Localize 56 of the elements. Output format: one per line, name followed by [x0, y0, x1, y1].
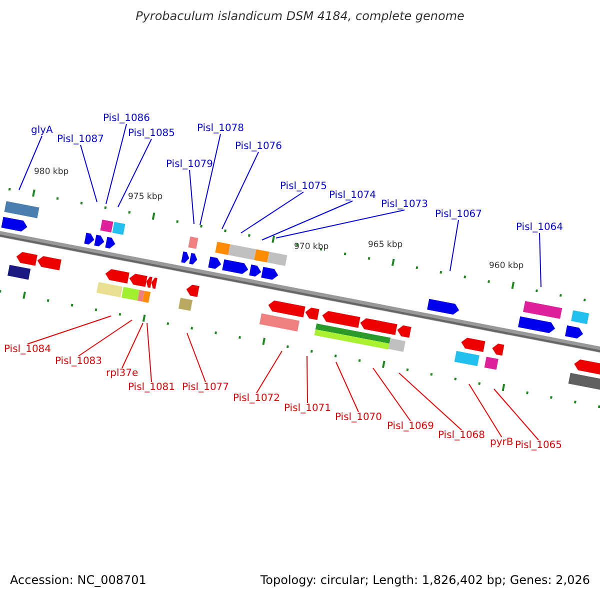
leader-line	[256, 350, 282, 394]
title: Pyrobaculum islandicum DSM 4184, complete genome	[134, 10, 466, 24]
kbp-label: 970 kbp	[294, 243, 329, 252]
gene-label: Pisl_1073	[381, 199, 428, 210]
leader-line	[539, 232, 542, 288]
leader-line	[450, 220, 460, 272]
leader-line	[468, 384, 502, 438]
leader-line	[494, 388, 540, 440]
gene-label: Pisl_1086	[103, 113, 150, 124]
gene-label: Pisl_1081	[128, 382, 176, 393]
gene-label: Pisl_1076	[235, 141, 282, 152]
gene-label: Pisl_1085	[128, 128, 176, 139]
leader-line	[240, 192, 304, 234]
leader-line	[398, 372, 462, 430]
kbp-label: 975 kbp	[128, 193, 163, 202]
kbp-label: 960 kbp	[489, 262, 524, 272]
leader-line	[146, 322, 152, 382]
leader-line	[372, 368, 412, 422]
footer-text: Topology: circular; Length: 1,826,402 bp; Genes: 2,026	[260, 574, 590, 588]
gene-label: Pisl_1075	[280, 181, 328, 192]
gene-label: Pisl_1068	[438, 430, 486, 441]
gene-label: Pisl_1070	[335, 412, 382, 423]
gene-label: Pisl_1079	[166, 159, 214, 170]
leader-line	[27, 316, 112, 344]
leader-line	[118, 138, 152, 208]
leader-line	[336, 362, 360, 412]
leader-line	[78, 320, 132, 356]
kbp-label: 980 kbp	[34, 168, 69, 178]
leader-line	[276, 210, 406, 238]
leader-line	[306, 356, 308, 404]
gene-label: Pisl_1072	[233, 393, 280, 404]
gene-label: Pisl_1071	[284, 403, 332, 414]
gene-label: pyrB	[490, 437, 514, 448]
gene-label: Pisl_1077	[182, 382, 230, 393]
gene-label: Pisl_1069	[387, 421, 434, 432]
leader-line	[106, 124, 128, 204]
leader-line	[122, 322, 144, 368]
gene-label: Pisl_1087	[57, 134, 104, 145]
leader-line	[189, 170, 194, 224]
leader-line	[186, 332, 206, 382]
footer-text: Accession: NC_008701	[10, 574, 146, 588]
gene-label: Pisl_1084	[4, 344, 52, 355]
gene-label: Pisl_1074	[329, 190, 376, 201]
leader-line	[200, 134, 222, 226]
leader-line	[262, 200, 354, 240]
gene-label: Pisl_1067	[435, 209, 482, 220]
gene-label: Pisl_1078	[197, 123, 244, 134]
leader-line	[18, 136, 42, 190]
gene-label: Pisl_1064	[516, 222, 564, 233]
leader-line	[80, 144, 98, 202]
gene-label: Pisl_1083	[55, 356, 102, 367]
gene-label: rpl37e	[106, 368, 138, 379]
leader-line	[222, 152, 260, 230]
kbp-label: 965 kbp	[368, 241, 403, 250]
gene-label: glyA	[31, 125, 53, 136]
gene-label: Pisl_1065	[515, 440, 562, 451]
